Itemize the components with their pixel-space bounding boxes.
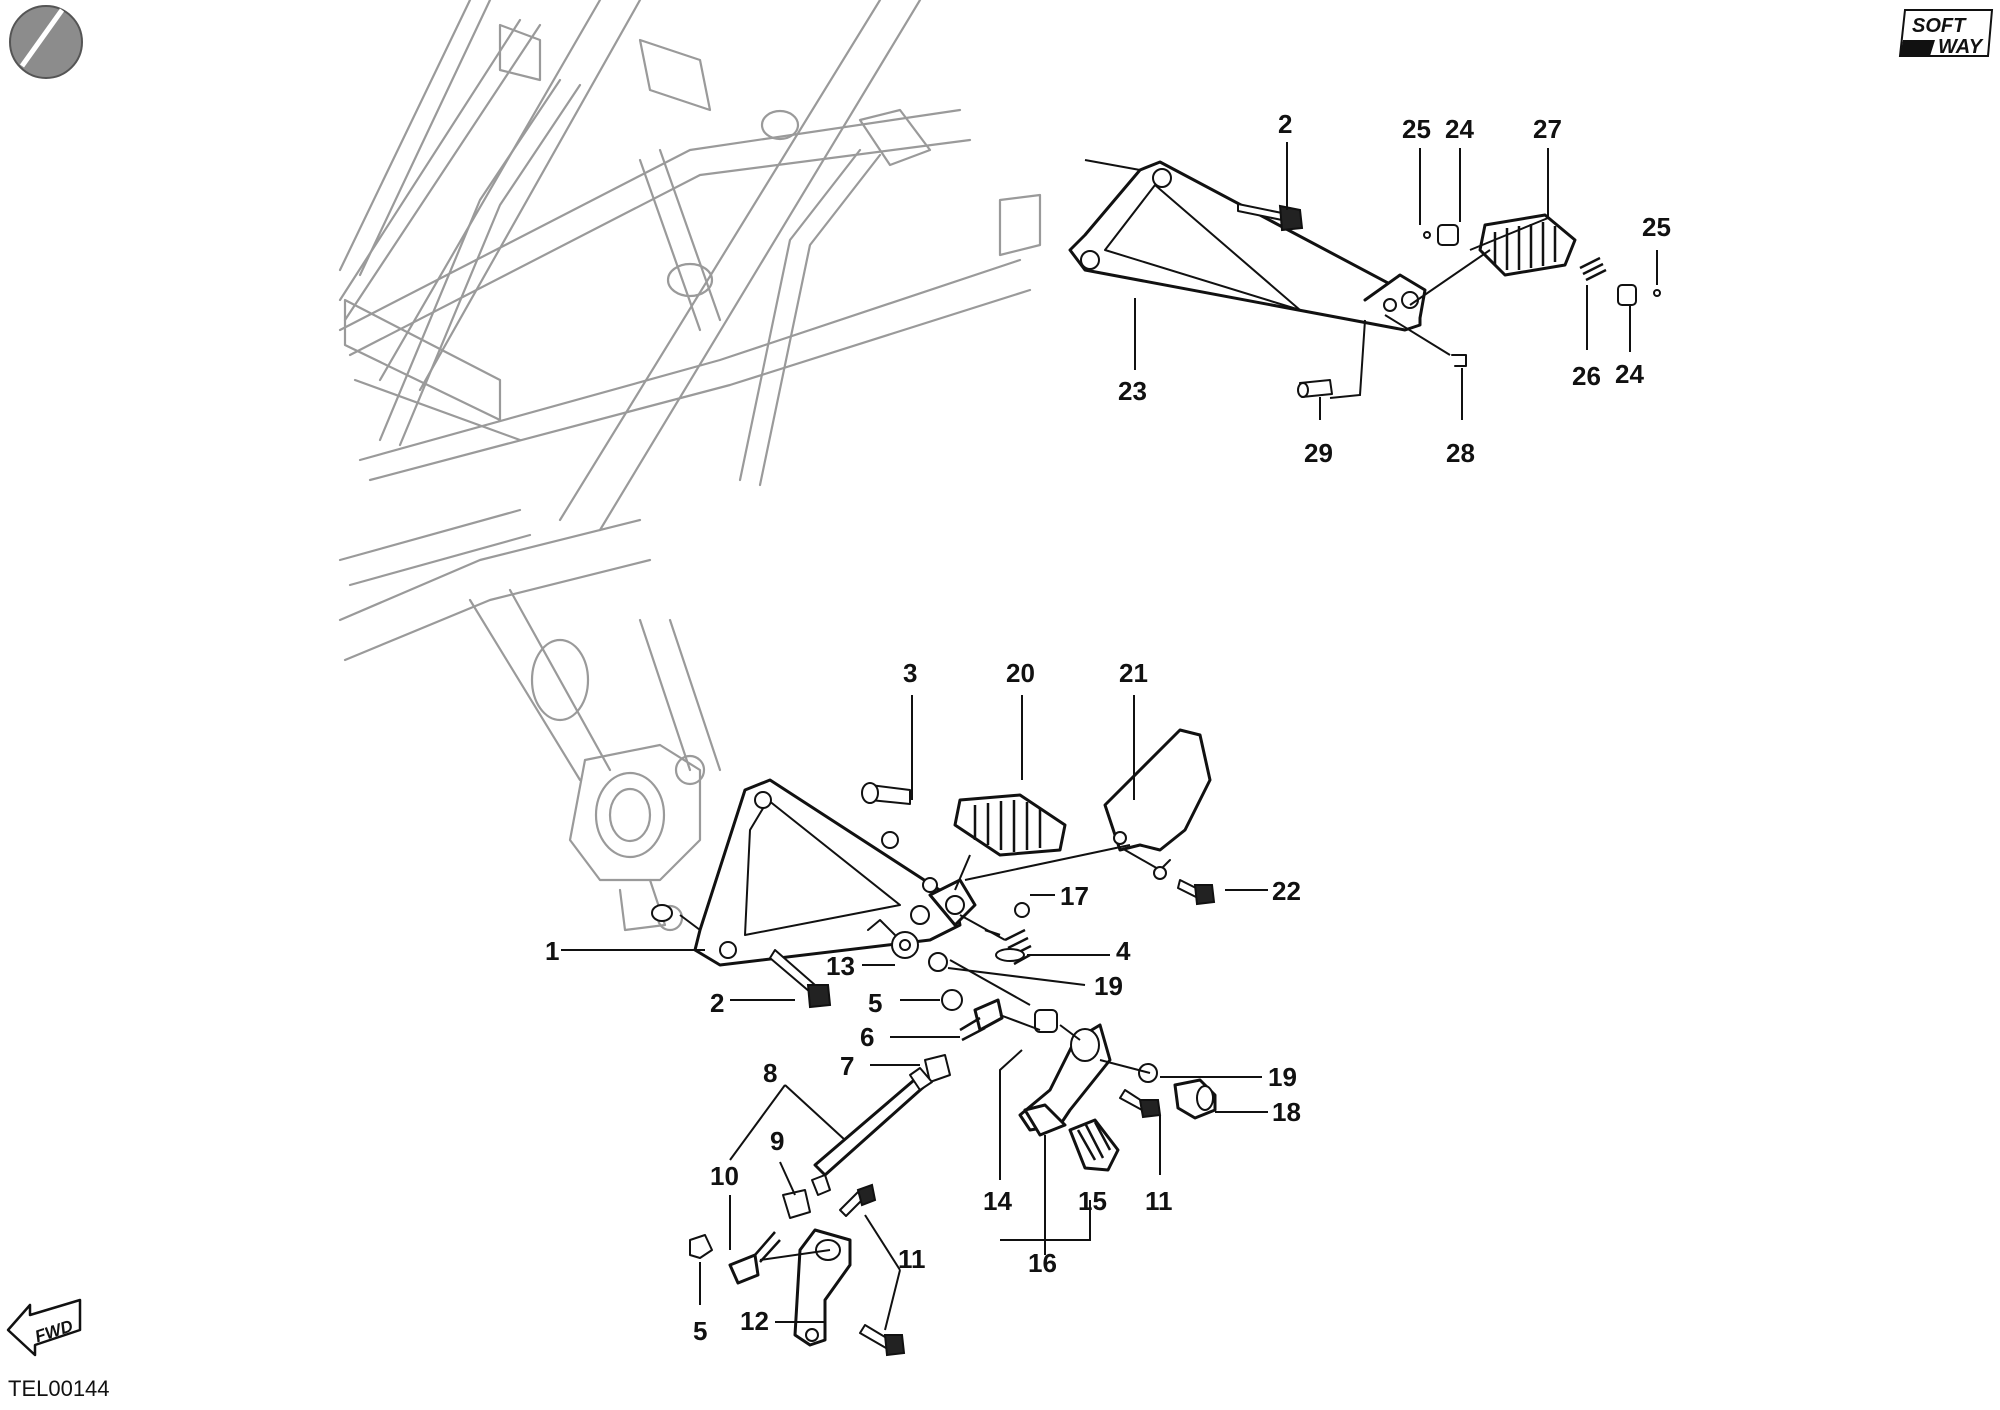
callout-12: 12 (740, 1306, 769, 1336)
rear-peg-spring (1579, 256, 1607, 282)
callout-1: 1 (545, 936, 559, 966)
rear-washer-lower (1617, 284, 1637, 306)
washer-19-upper (928, 952, 948, 972)
callout-5-upper: 5 (868, 988, 882, 1018)
callout-19-upper: 19 (1094, 971, 1123, 1001)
callout-25-upper: 25 (1402, 114, 1431, 144)
callout-23: 23 (1118, 376, 1147, 406)
rear-footrest-assembly (1068, 159, 1661, 399)
callout-2-bottom: 2 (710, 988, 724, 1018)
rear-peg-clip (1451, 354, 1467, 367)
gear-shift-arm (793, 1228, 852, 1347)
callout-labels: 2 25 24 27 25 26 24 23 29 28 3 20 21 22 … (545, 109, 1671, 1346)
logo-text-way: WAY (1938, 36, 1984, 58)
callout-11-lower: 11 (898, 1244, 926, 1274)
callout-25-right: 25 (1642, 212, 1671, 242)
callout-26: 26 (1572, 361, 1601, 391)
frame-outline (338, 0, 1042, 932)
nut-5-upper (941, 989, 963, 1011)
callout-leaders (561, 142, 1658, 1331)
callout-20: 20 (1006, 658, 1035, 688)
callout-21: 21 (1119, 658, 1148, 688)
callout-22: 22 (1272, 876, 1301, 906)
callout-9: 9 (770, 1126, 784, 1156)
gear-lever-rubber (1068, 1118, 1120, 1172)
callout-19-lower: 19 (1268, 1062, 1297, 1092)
ball-joint-upper (973, 998, 1004, 1032)
callout-27: 27 (1533, 114, 1562, 144)
circlip-17 (1014, 902, 1030, 918)
forward-arrow-icon: FWD (6, 1298, 82, 1357)
callout-24-lower: 24 (1615, 359, 1644, 389)
callout-3: 3 (903, 658, 917, 688)
drawing-code: TEL00144 (8, 1376, 110, 1401)
callout-5-lower: 5 (693, 1316, 707, 1346)
bushing-14 (1034, 1009, 1058, 1033)
ball-joint-lower (728, 1253, 760, 1285)
softway-logo: SOFT WAY (1898, 9, 1994, 58)
front-footrest-assembly (651, 728, 1217, 1357)
callout-2-top: 2 (1278, 109, 1292, 139)
front-footpeg-rubber (953, 793, 1067, 857)
rear-footpeg-rubber (1478, 213, 1577, 277)
callout-18: 18 (1272, 1097, 1301, 1127)
logo-text-soft: SOFT (1912, 15, 1967, 37)
locknut-7 (924, 1054, 951, 1083)
callout-24-upper: 24 (1445, 114, 1474, 144)
callout-10: 10 (710, 1161, 739, 1191)
callout-4: 4 (1116, 936, 1131, 966)
callout-8: 8 (763, 1058, 777, 1088)
catalog-badge-icon (9, 5, 83, 79)
callout-29: 29 (1304, 438, 1333, 468)
callout-13: 13 (826, 951, 855, 981)
callout-6: 6 (860, 1022, 874, 1052)
callout-7: 7 (840, 1051, 854, 1081)
nut-5-lower (689, 1234, 713, 1259)
callout-17: 17 (1060, 881, 1089, 911)
callout-15: 15 (1078, 1186, 1107, 1216)
callout-11-right: 11 (1145, 1186, 1173, 1216)
heel-guard-plate (1103, 728, 1212, 852)
locknut-9 (782, 1189, 811, 1219)
callout-28: 28 (1446, 438, 1475, 468)
rear-washer-upper (1437, 224, 1459, 246)
callout-14: 14 (983, 1186, 1012, 1216)
shift-rod (813, 1073, 930, 1177)
callout-16: 16 (1028, 1248, 1057, 1278)
